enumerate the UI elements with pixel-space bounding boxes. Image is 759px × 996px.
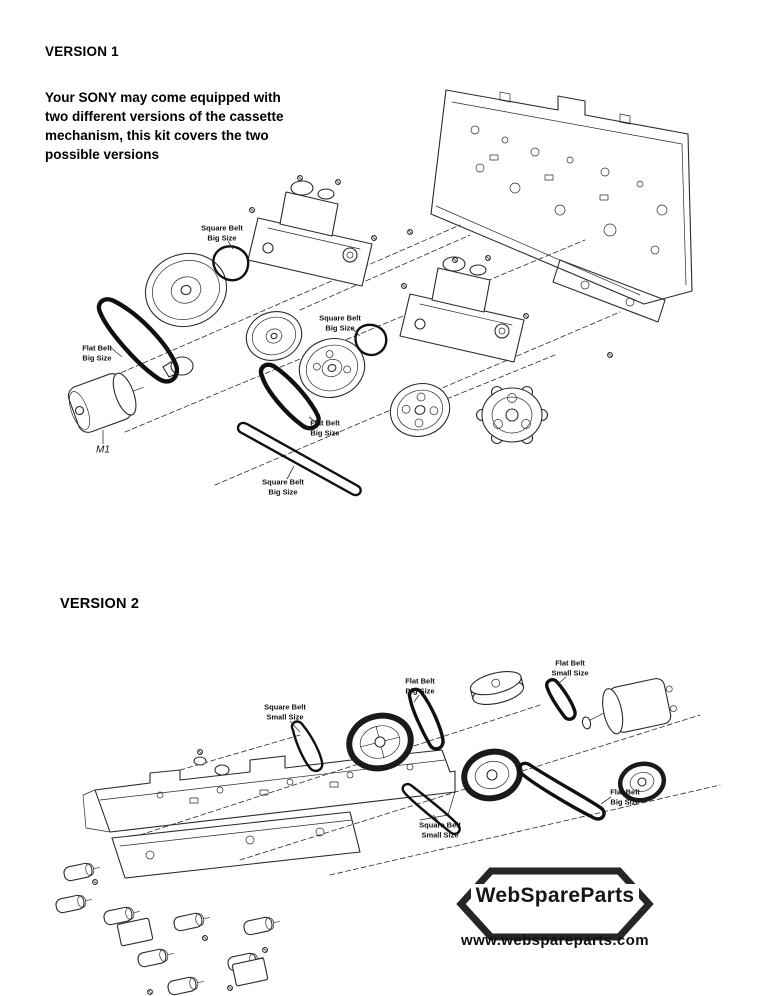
- pulley-medium-3: [389, 383, 451, 437]
- pulley-medium-1: [245, 311, 303, 361]
- belt-square-big-2: [354, 323, 388, 357]
- belt-flat-big-2: [258, 362, 321, 431]
- belt-flat-big-top: [407, 687, 445, 751]
- pulley-right: [617, 761, 667, 803]
- flywheel-pulley-large: [144, 252, 228, 328]
- leader-lines-v2: [289, 676, 612, 822]
- brand-name: WebSpareParts: [440, 884, 670, 908]
- version-2-illustration: [54, 671, 721, 996]
- belt-square-small-2: [401, 782, 461, 836]
- belt-square-big-1: [212, 245, 250, 282]
- pulley-medium-2: [298, 338, 366, 398]
- leader-lines-v1: [102, 240, 361, 480]
- gear-wheel: [475, 352, 613, 445]
- mechanism-block-a: [247, 179, 377, 287]
- pulley-tire-center: [461, 748, 523, 802]
- version-1-illustration: [67, 89, 693, 497]
- damper-parts: [54, 749, 282, 996]
- mechanism-block-b: [399, 255, 529, 363]
- intro-text: Your SONY may come equipped with two dif…: [45, 90, 284, 163]
- label-motor-m1: M1: [96, 444, 110, 456]
- pulley-flat-top: [469, 671, 525, 705]
- version-1-title: VERSION 1: [45, 44, 119, 59]
- motor-m1: [67, 372, 144, 433]
- pulley-tire-left: [346, 712, 414, 772]
- website-url: www.webspareparts.com: [461, 932, 649, 949]
- belt-square-big-3: [236, 421, 362, 497]
- belt-flat-small: [545, 678, 577, 721]
- belt-square-small-1: [290, 720, 324, 773]
- version-2-title: VERSION 2: [60, 596, 140, 612]
- motor-v2: [581, 678, 677, 735]
- chassis-plate-v1: [430, 89, 693, 323]
- belt-flat-big-right: [517, 761, 606, 821]
- belt-flat-big-1: [96, 297, 180, 384]
